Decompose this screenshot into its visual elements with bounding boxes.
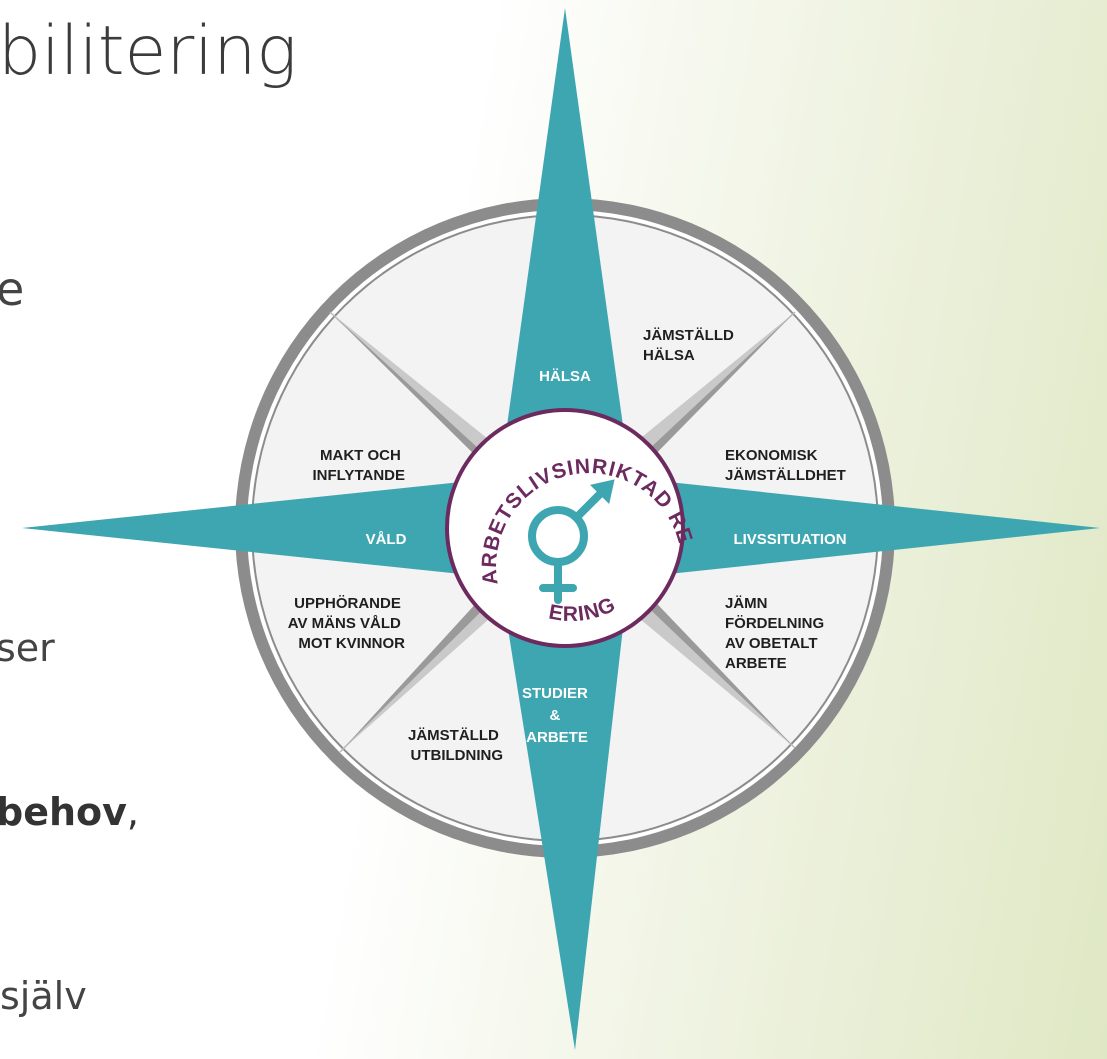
text-fragment-1: e xyxy=(0,262,25,316)
slide-title-fragment: bilitering xyxy=(0,12,298,91)
label-jamstalld-utbildning: JÄMSTÄLLD UTBILDNING xyxy=(408,727,503,764)
label-jamstalld-halsa: JÄMSTÄLLD HÄLSA xyxy=(643,327,738,364)
label-ekonomisk-jamstalldhet: EKONOMISK JÄMSTÄLLDHET xyxy=(725,447,846,484)
label-upphorande: UPPHÖRANDE AV MÄNS VÅLD MOT KVINNOR xyxy=(288,595,405,652)
west-point xyxy=(22,480,480,576)
text-fragment-3: behov, xyxy=(0,790,139,834)
label-livssituation: LIVSSITUATION xyxy=(733,531,846,548)
text-fragment-4: själv xyxy=(0,974,87,1018)
male-arrow-head-icon xyxy=(590,479,615,504)
diagonal-points xyxy=(330,312,795,752)
cardinal-points xyxy=(22,8,1100,1050)
south-point xyxy=(505,610,625,1050)
north-point xyxy=(505,8,625,440)
label-jamn-fordelning: JÄMN FÖRDELNING AV OBETALT ARBETE xyxy=(725,595,828,672)
text-fragment-2: ser xyxy=(0,626,55,670)
label-halsa: HÄLSA xyxy=(539,368,591,385)
label-studier-arbete: STUDIER & ARBETE xyxy=(522,685,592,746)
east-point xyxy=(650,480,1100,576)
label-vald: VÅLD xyxy=(366,531,407,548)
text-fragment-3-bold: behov xyxy=(0,790,127,834)
label-makt-inflytande: MAKT OCH INFLYTANDE xyxy=(312,447,405,484)
medallion-face xyxy=(449,412,681,644)
